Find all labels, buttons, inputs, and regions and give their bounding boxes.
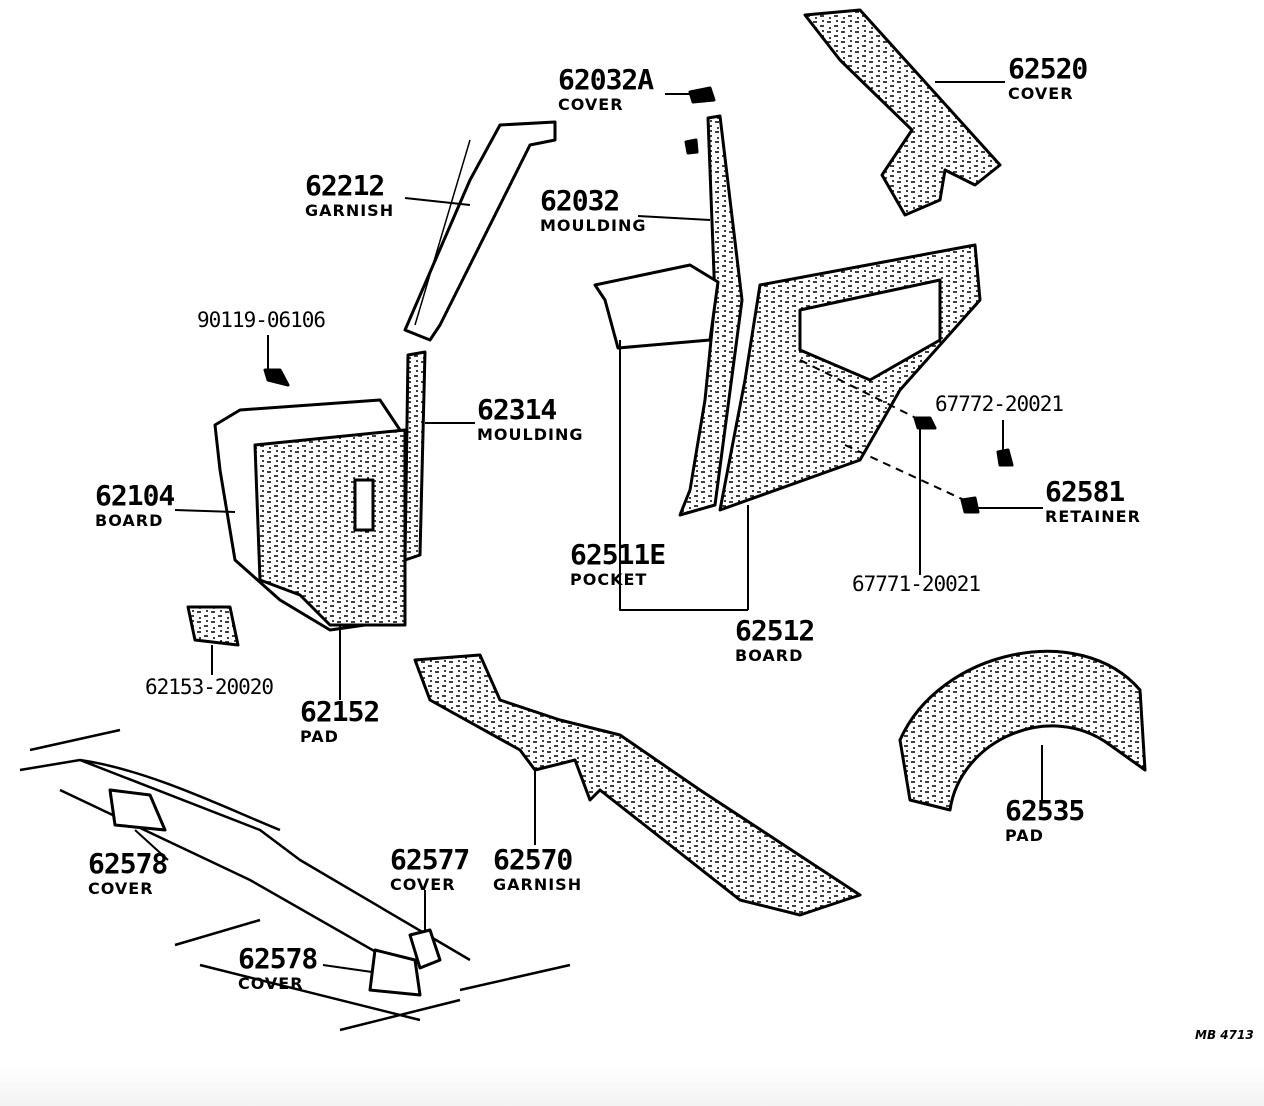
part-62511e-pocket	[593, 263, 720, 350]
bottom-edge	[0, 1066, 1264, 1106]
drawing-code: MB 4713	[1195, 1028, 1254, 1042]
part-number: 67772-20021	[935, 392, 1064, 416]
leader-lines	[134, 81, 1043, 973]
label-90119-06106: 90119-06106	[197, 308, 326, 332]
part-62577-cover	[408, 928, 442, 970]
part-62570-garnish	[413, 653, 862, 917]
part-62578-cover-right	[368, 948, 422, 997]
part-number: 62032	[540, 184, 620, 217]
part-name: MOULDING	[477, 425, 584, 444]
part-number: 62511E	[570, 538, 666, 571]
part-name: COVER	[390, 875, 456, 894]
part-number: 62578	[88, 847, 168, 880]
part-number: 67771-20021	[852, 572, 981, 596]
part-number: 62535	[1005, 794, 1085, 827]
part-number: 62212	[305, 169, 385, 202]
part-number: 62577	[390, 843, 470, 876]
floor-outline	[19, 728, 571, 1032]
part-62032a-cover	[688, 86, 716, 104]
clip-part	[684, 138, 699, 155]
part-67772-clip	[996, 448, 1014, 467]
part-number: 62570	[493, 843, 573, 876]
part-name: MOULDING	[540, 216, 647, 235]
part-number: 62104	[95, 479, 175, 512]
part-name: BOARD	[735, 646, 804, 665]
part-number: 62578	[238, 942, 318, 975]
part-name: COVER	[558, 95, 624, 114]
part-number: 62153-20020	[145, 675, 274, 699]
label-67772-20021: 67772-20021	[935, 392, 1064, 416]
part-name: RETAINER	[1045, 507, 1141, 526]
part-number: 62520	[1008, 52, 1088, 85]
part-62153-block	[186, 605, 240, 647]
part-number: 62152	[300, 695, 380, 728]
part-name: COVER	[238, 974, 304, 993]
part-62520-cover	[803, 8, 1002, 217]
part-number: 62314	[477, 393, 557, 426]
label-67771-20021: 67771-20021	[852, 572, 981, 596]
part-name: PAD	[1005, 826, 1044, 845]
part-name: BOARD	[95, 511, 164, 530]
part-name: GARNISH	[305, 201, 395, 220]
part-number: 62581	[1045, 475, 1125, 508]
part-62212-garnish	[403, 120, 557, 342]
part-name: COVER	[88, 879, 154, 898]
part-67771-clip	[913, 416, 937, 430]
part-name: POCKET	[570, 570, 648, 589]
part-62535-pad	[898, 649, 1147, 812]
part-name: PAD	[300, 727, 339, 746]
part-62314-moulding	[403, 350, 427, 562]
part-62578-cover-left	[108, 788, 167, 832]
part-number: 62032A	[558, 63, 654, 96]
part-90119-clip	[263, 368, 290, 387]
part-number: 62512	[735, 614, 815, 647]
part-name: COVER	[1008, 84, 1074, 103]
part-number: 90119-06106	[197, 308, 326, 332]
label-62153-20020: 62153-20020	[145, 675, 274, 699]
part-name: GARNISH	[493, 875, 583, 894]
